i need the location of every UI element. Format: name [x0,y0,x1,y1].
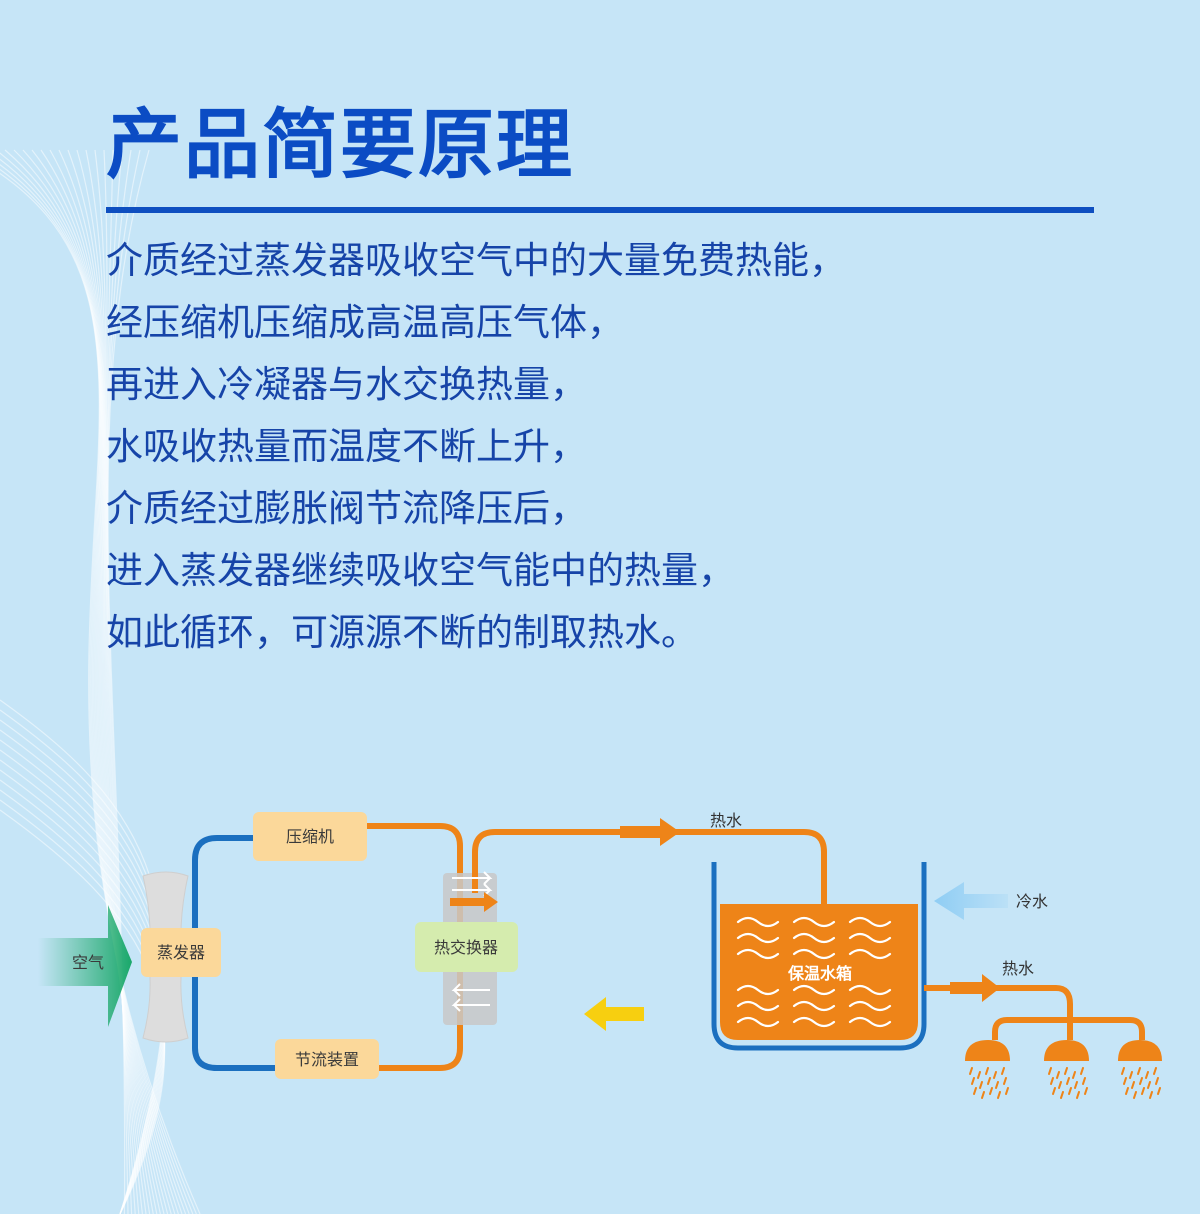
return-flow-arrow [584,997,644,1031]
shower-head-icon [1044,1040,1089,1061]
exchanger-hot-arrow [450,892,498,912]
hot-water-pipe [472,829,827,906]
hot-water-top-label: 热水 [710,811,742,830]
hot-water-out-arrow [950,974,1000,1002]
paragraph-line: 介质经过蒸发器吸收空气中的大量免费热能， [106,239,846,282]
hot-water-out-label: 热水 [1002,959,1034,978]
shower-head-icon [1118,1040,1162,1061]
evaporator-label: 蒸发器 [157,943,205,962]
paragraph-line: 经压缩机压缩成高温高压气体， [106,301,624,344]
throttle-box [275,1039,379,1079]
water-tank-wall [711,862,927,1051]
shower-head-icon [965,1040,1010,1061]
paragraph-line: 介质经过膨胀阀节流降压后， [106,487,587,530]
heat-exchanger-box [415,922,518,972]
compressor-label: 压缩机 [286,827,334,846]
title-underline [106,207,1094,213]
paragraph-line: 如此循环，可源源不断的制取热水。 [106,611,698,654]
throttle-label: 节流装置 [295,1050,359,1069]
water-spray [969,1067,1161,1099]
air-arrow [38,905,132,1027]
page-title: 产品简要原理 [106,100,574,189]
hot-water-direction-arrow [620,818,680,846]
evaporator-box [141,928,221,977]
paragraph-line: 水吸收热量而温度不断上升， [106,425,587,468]
heat-exchanger-label: 热交换器 [434,938,498,957]
paragraph-line: 进入蒸发器继续吸收空气能中的热量， [106,549,735,592]
compressor-box [253,812,367,861]
cold-water-label: 冷水 [1016,892,1048,911]
tank-water-waves [736,916,892,1028]
cold-water-arrow [934,882,1008,920]
heat-pump-diagram: 空气 热水 压缩机 蒸发器 热交换器 节流装置 保温水箱 冷水 热水 [38,811,1162,1099]
paragraph-line: 再进入冷凝器与水交换热量， [106,363,587,406]
tank-label: 保温水箱 [787,964,852,983]
air-label: 空气 [72,953,104,972]
principle-paragraph: 介质经过蒸发器吸收空气中的大量免费热能， 经压缩机压缩成高温高压气体， 再进入冷… [106,230,846,664]
hot-water-out-pipe [924,985,1145,1040]
